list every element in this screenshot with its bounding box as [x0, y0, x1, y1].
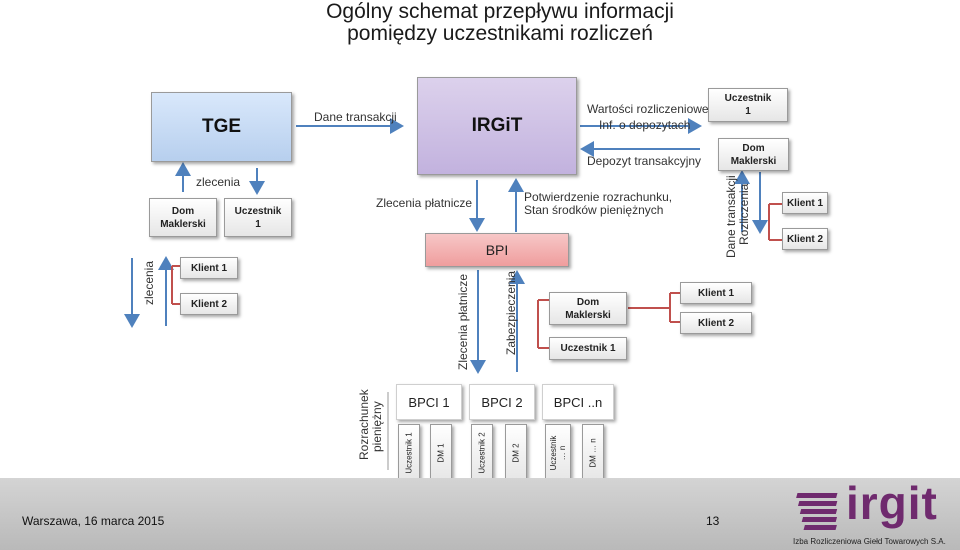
- vbox-uczestnik-1-label: Uczestnik 1: [404, 432, 414, 474]
- label-zlecenia-platnicze-vertical: Zlecenia płatnicze: [456, 273, 470, 370]
- irgit-box[interactable]: IRGiT: [417, 77, 577, 175]
- label-potwierdzenie-2: Stan środków pieniężnych: [524, 203, 664, 217]
- klient2-left-box[interactable]: Klient 2: [180, 293, 238, 315]
- tge-box[interactable]: TGE: [151, 92, 292, 162]
- vbox-uczestnik-2-label: Uczestnik 2: [477, 432, 487, 474]
- label-potwierdzenie-1: Potwierdzenie rozrachunku,: [524, 190, 673, 204]
- label-zlecenia-top: zlecenia: [196, 175, 241, 189]
- bpci-n-box[interactable]: BPCI ..n: [542, 384, 614, 420]
- klient2-center-box[interactable]: Klient 2: [680, 312, 752, 334]
- label-rozliczenia-vertical: Rozliczenia: [737, 183, 751, 245]
- vbox-dm-1-label: DM 1: [436, 443, 446, 463]
- vbox-dm-1[interactable]: DM 1: [430, 424, 452, 482]
- dom-maklerski-center-box[interactable]: Dom Maklerski: [549, 292, 627, 325]
- klient1-right-box[interactable]: Klient 1: [782, 192, 828, 214]
- slide-title-line2: pomiędzy uczestnikami rozliczeń: [347, 22, 653, 45]
- bracket-left-klienci: [171, 265, 180, 305]
- vbox-dm-2[interactable]: DM 2: [505, 424, 527, 482]
- irgit-logo-icon: [796, 493, 838, 530]
- label-zabezpieczenia-vertical: Zabezpieczenia: [504, 270, 518, 355]
- bpci-2-box[interactable]: BPCI 2: [469, 384, 535, 420]
- dom-maklerski-top-box[interactable]: Dom Maklerski: [718, 138, 789, 171]
- bracket-center-klienci: [628, 292, 680, 323]
- bracket-center: [537, 299, 550, 349]
- bpi-box[interactable]: BPI: [425, 233, 569, 267]
- slide-title-line1: Ogólny schemat przepływu informacji: [326, 0, 674, 23]
- irgit-logo-text: irgit: [846, 477, 938, 529]
- uczestnik-center-box[interactable]: Uczestnik 1: [549, 337, 627, 360]
- bracket-right-klienci: [768, 203, 782, 241]
- label-wartosci-rozliczeniowe: Wartości rozliczeniowe: [587, 102, 709, 116]
- label-zlecenia-side: zlecenia: [142, 260, 156, 305]
- footer-date: Warszawa, 16 marca 2015: [22, 514, 165, 528]
- footer-company-name: Izba Rozliczeniowa Giełd Towarowych S.A.: [793, 537, 946, 546]
- dom-maklerski-left-box[interactable]: Dom Maklerski: [149, 198, 217, 237]
- vbox-uczestnik-2[interactable]: Uczestnik 2: [471, 424, 493, 482]
- vbox-dm-2-label: DM 2: [511, 443, 521, 463]
- vbox-uczestnik-n[interactable]: Uczestnik … n: [545, 424, 571, 482]
- vbox-uczestnik-n-label: Uczestnik … n: [549, 435, 567, 471]
- klient2-right-box[interactable]: Klient 2: [782, 228, 828, 250]
- vbox-dm-n-label: DM … n: [588, 438, 598, 468]
- vbox-dm-n[interactable]: DM … n: [582, 424, 604, 482]
- uczestnik-left-box[interactable]: Uczestnik 1: [224, 198, 292, 237]
- klient1-left-box[interactable]: Klient 1: [180, 257, 238, 279]
- uczestnik-top-box[interactable]: Uczestnik 1: [708, 88, 788, 122]
- bpci-1-box[interactable]: BPCI 1: [396, 384, 462, 420]
- footer-page-number: 13: [706, 514, 720, 528]
- label-zlecenia-platnicze: Zlecenia płatnicze: [376, 196, 473, 210]
- label-depozyt-transakcyjny: Depozyt transakcyjny: [587, 154, 702, 168]
- vbox-uczestnik-1[interactable]: Uczestnik 1: [398, 424, 420, 482]
- label-rozrachunek-2: pieniężny: [370, 401, 384, 452]
- label-inf-depozyt: Inf. o depozytach: [599, 118, 691, 132]
- klient1-center-box[interactable]: Klient 1: [680, 282, 752, 304]
- label-dane-transakcji: Dane transakcji: [314, 110, 397, 124]
